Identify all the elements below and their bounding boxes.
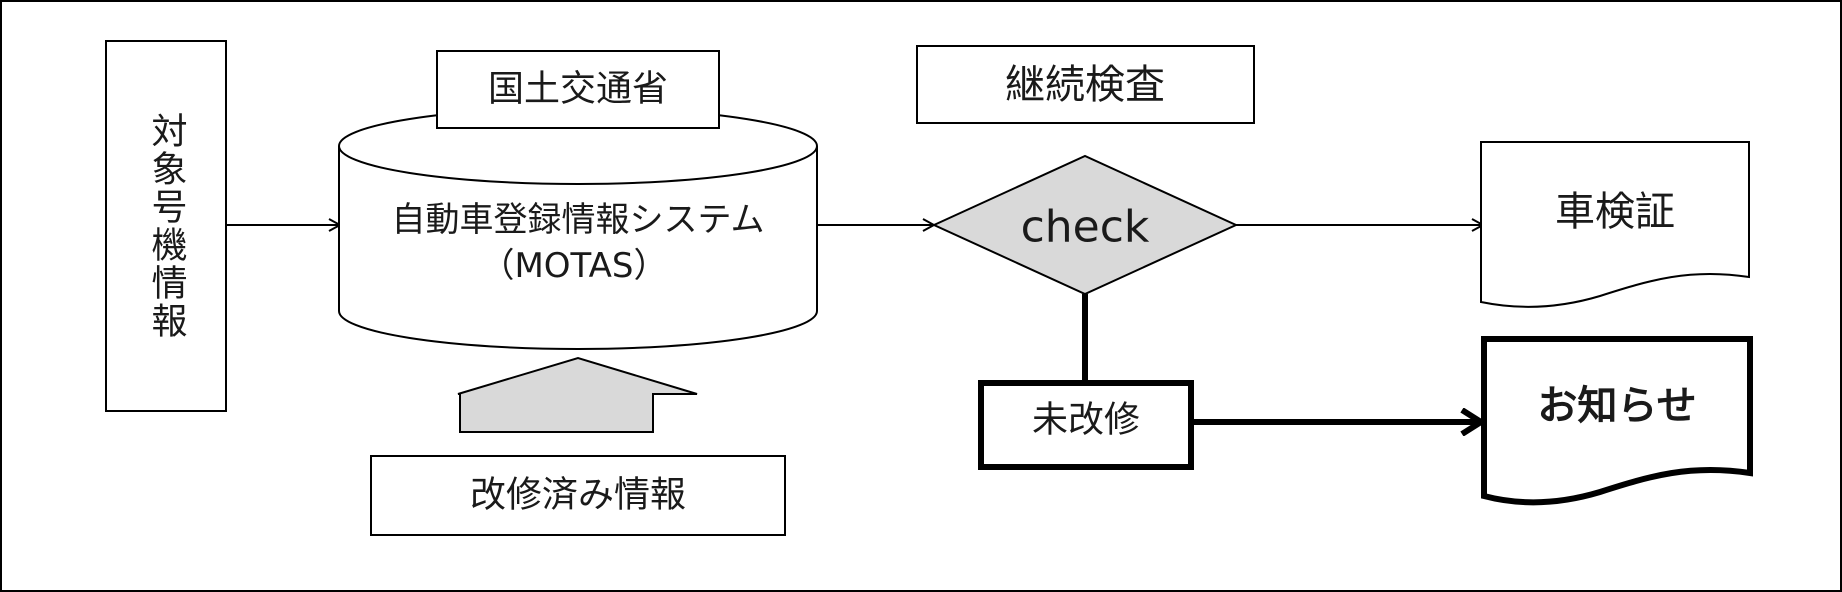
target-info-text: 対象号機情報: [146, 112, 188, 340]
unrepaired-box: 未改修: [978, 380, 1194, 470]
motas-database: 自動車登録情報システム （MOTAS）: [338, 107, 818, 350]
target-info-box: 対象号機情報: [105, 40, 227, 412]
continuous-inspection-text: 継続検査: [1005, 62, 1165, 108]
repaired-info-text: 改修済み情報: [470, 475, 686, 516]
vehicle-certificate-document: 車検証: [1480, 141, 1750, 308]
vehicle-certificate-text: 車検証: [1555, 189, 1675, 235]
mlit-text: 国土交通省: [488, 69, 668, 110]
unrepaired-text: 未改修: [1032, 400, 1140, 441]
check-decision: check: [931, 154, 1239, 296]
motas-abbrev: （MOTAS）: [480, 246, 667, 286]
notice-document: お知らせ: [1481, 336, 1753, 506]
continuous-inspection-box: 継続検査: [916, 45, 1255, 124]
notice-text: お知らせ: [1537, 383, 1696, 429]
mlit-box: 国土交通省: [436, 50, 720, 129]
check-text: check: [1021, 202, 1150, 253]
repaired-info-box: 改修済み情報: [370, 455, 786, 536]
block-up-arrow: [457, 356, 698, 433]
motas-name: 自動車登録情報システム: [392, 200, 765, 240]
